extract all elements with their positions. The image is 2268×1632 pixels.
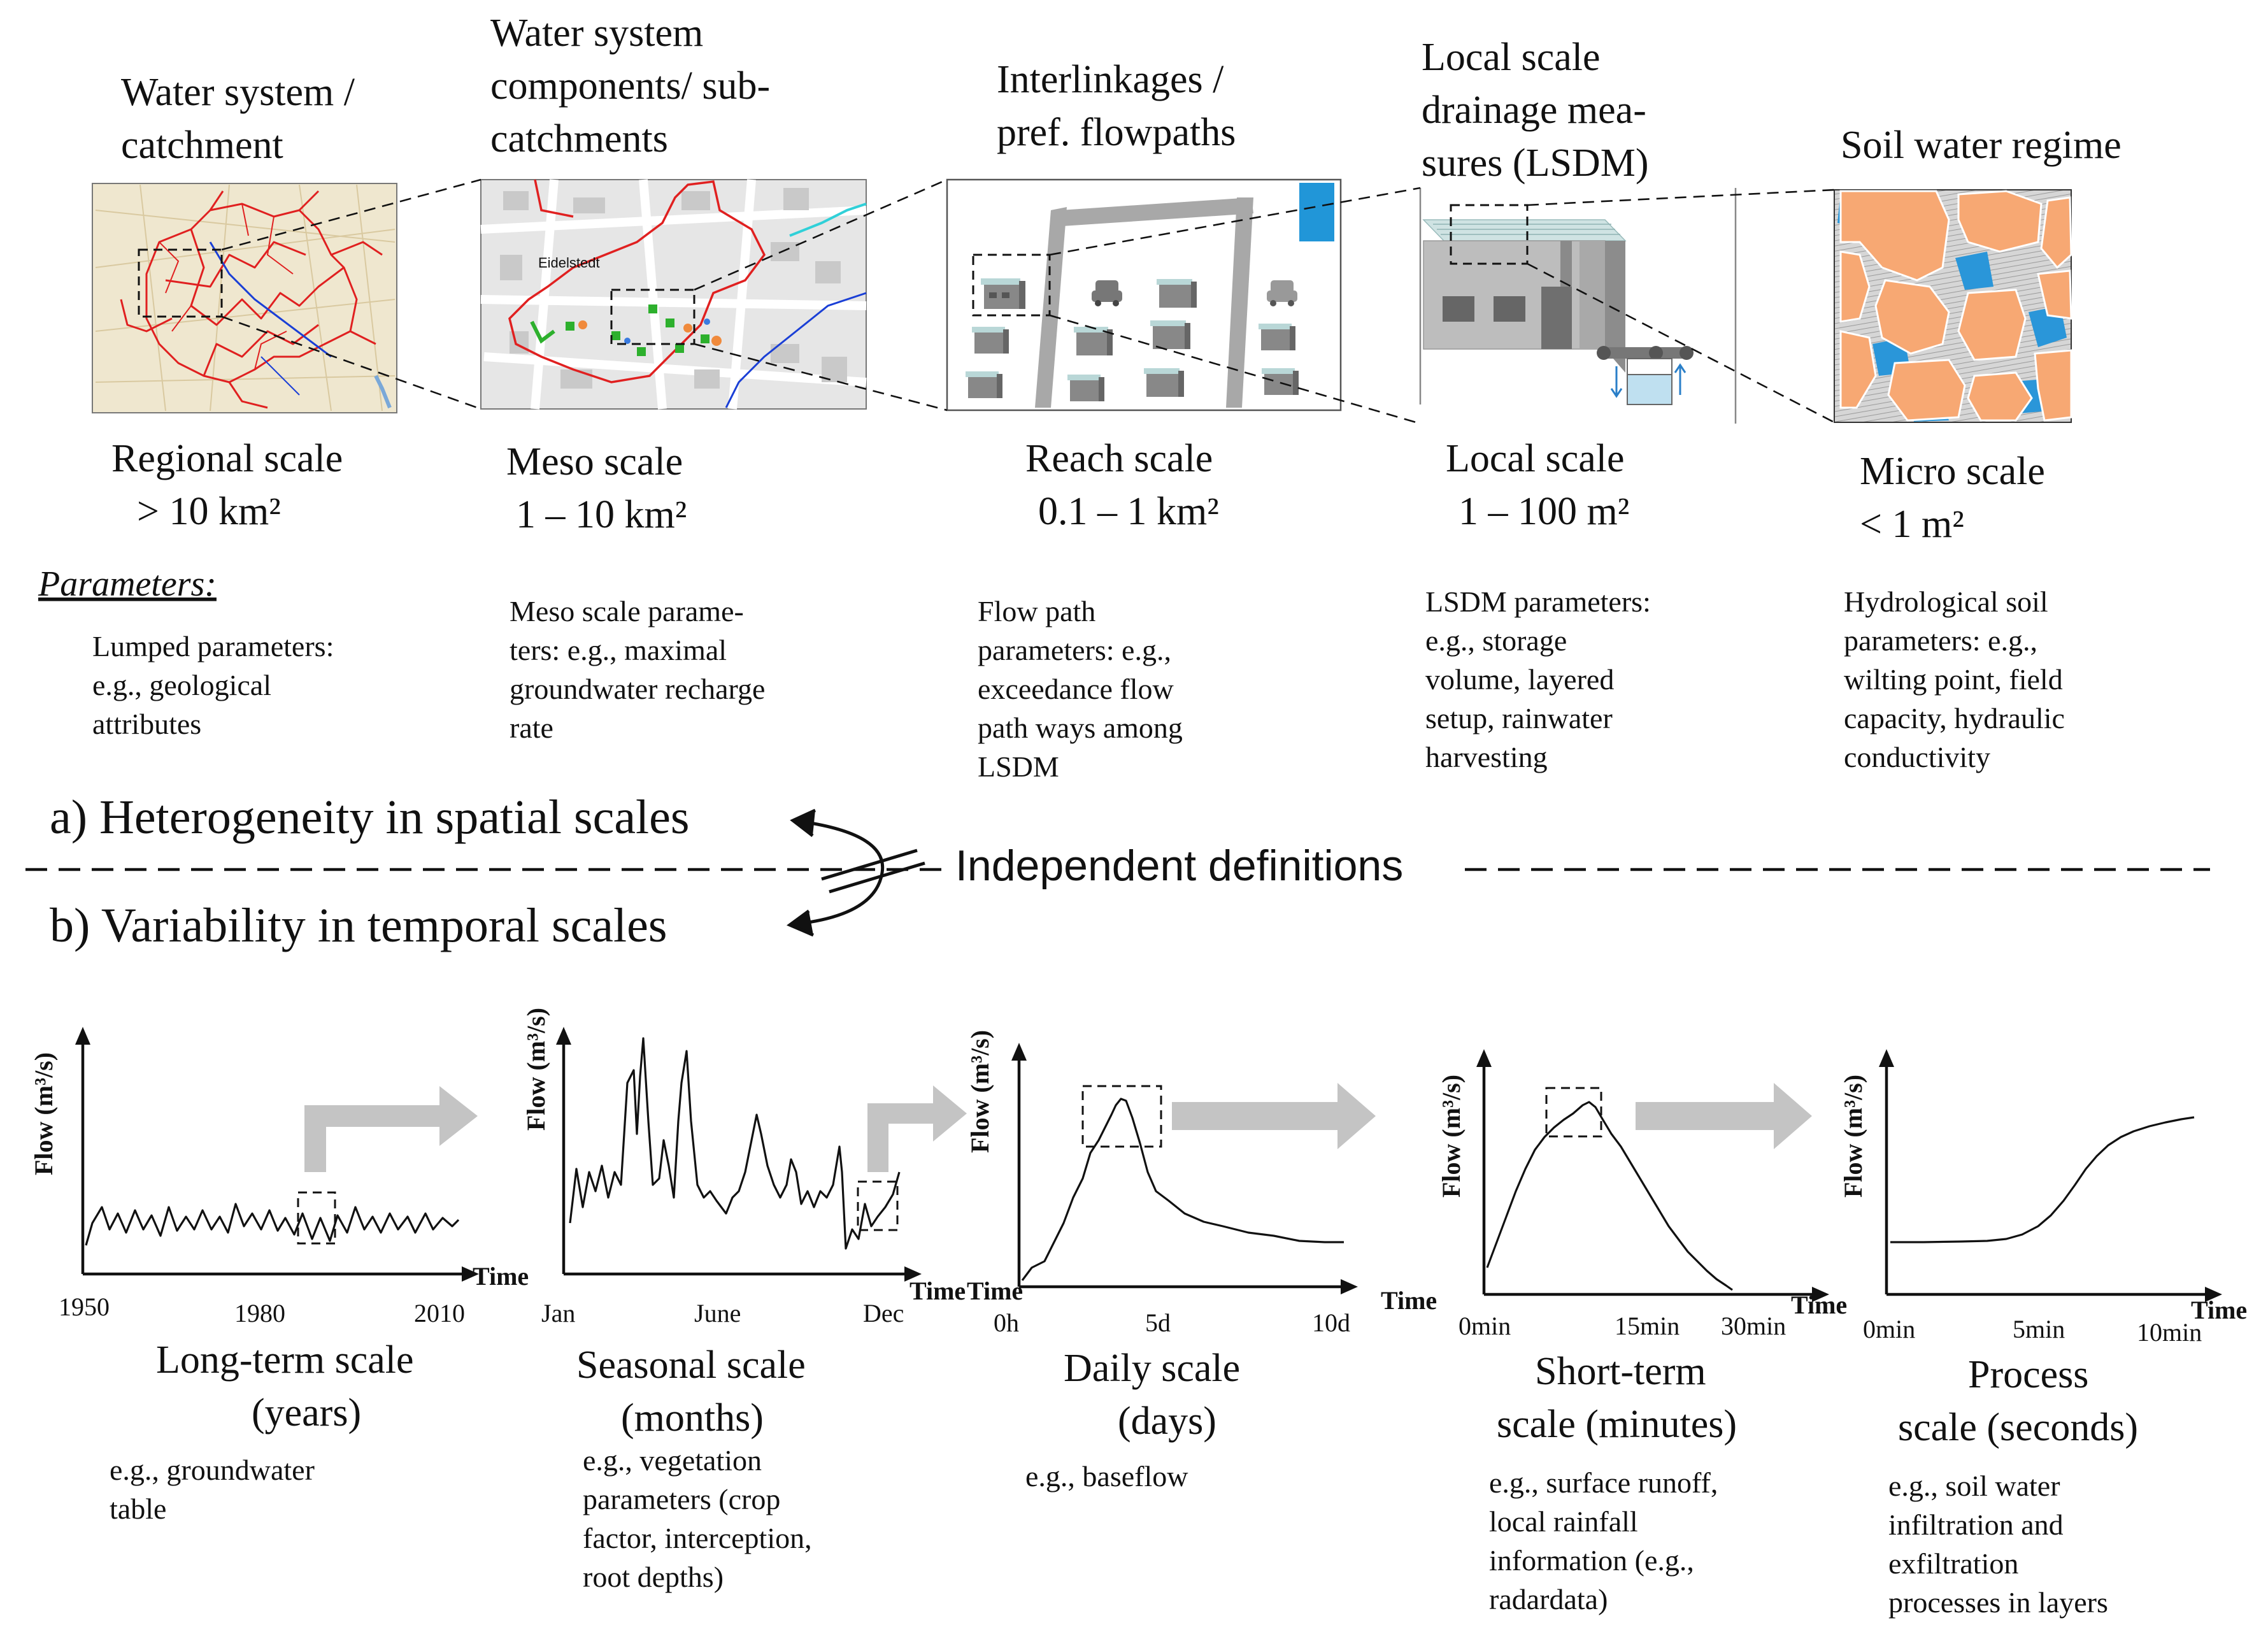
scale-regional: Regional scale > 10 km² — [111, 437, 353, 533]
tick: 30min — [1721, 1312, 1786, 1340]
scale-local: Local scale 1 – 100 m² — [1446, 437, 1634, 533]
tick: 1980 — [234, 1299, 285, 1328]
flowpath-cars — [1092, 280, 1297, 306]
zoom-leader-lines — [221, 178, 1835, 425]
y-axis-label: Flow (m³/s) — [966, 1030, 994, 1153]
tick: 10min — [2137, 1318, 2202, 1347]
x-axis-label: Time — [473, 1262, 529, 1291]
label-spatial-heterogeneity: a) Heterogeneity in spatial scales — [50, 791, 689, 844]
params-micro: Hydrological soil parameters: e.g., wilt… — [1844, 585, 2072, 773]
tick: 2010 — [414, 1299, 465, 1328]
x-axis-label: Time — [967, 1277, 1023, 1305]
examples-process: e.g., soil water infiltration and exfilt… — [1888, 1470, 2108, 1619]
series-process — [1890, 1116, 2195, 1243]
title-flowpaths: Interlinkages / pref. flowpaths — [997, 58, 1236, 154]
spatial-scales-section: Water system / catchment Water system co… — [38, 11, 2122, 783]
params-lsdm: LSDM parameters: e.g., storage volume, l… — [1425, 585, 1658, 773]
params-reach: Flow path parameters: e.g., exceedance f… — [978, 595, 1190, 783]
chart-short-term: Flow (m³/s) Time 0min 15min 30min — [1381, 1049, 1829, 1340]
flowpath-zoom-box — [972, 254, 1051, 317]
y-axis-label: Flow (m³/s) — [522, 1008, 550, 1131]
tick: 10d — [1312, 1308, 1350, 1337]
map-place-label: Eidelstedt — [538, 255, 600, 271]
params-regional: Lumped parameters: e.g., geological attr… — [92, 630, 341, 740]
scale-divider: a) Heterogeneity in spatial scales b) Va… — [25, 791, 2210, 952]
short-term-zoom-box — [1545, 1087, 1602, 1138]
title-catchment: Water system / catchment — [121, 71, 364, 167]
chart-long-term: Flow (m³/s) Time 1950 1980 2010 — [29, 1027, 529, 1328]
catchment-zoom-box — [138, 248, 223, 318]
scale-seasonal: Seasonal scale (months) — [576, 1343, 815, 1440]
tick: 5min — [2013, 1315, 2065, 1343]
x-axis-label: Time — [1381, 1286, 1437, 1315]
tick: 5d — [1145, 1308, 1171, 1337]
scale-meso: Meso scale 1 – 10 km² — [506, 440, 693, 536]
daily-zoom-box — [1081, 1085, 1162, 1148]
series-daily — [1021, 1098, 1344, 1281]
soil-water-microscale — [1834, 189, 2072, 423]
examples-short-term: e.g., surface runoff, local rainfall inf… — [1489, 1466, 1725, 1615]
catchment-map — [92, 183, 397, 413]
series-seasonal — [569, 1037, 901, 1250]
chart-seasonal: Flow (m³/s) Time Jan June Dec — [522, 1008, 966, 1328]
title-lsdm: Local scale drainage mea- sures (LSDM) — [1422, 36, 1656, 185]
seasonal-zoom-box — [857, 1180, 899, 1231]
label-independent-definitions: Independent definitions — [955, 841, 1403, 890]
x-axis-label: Time — [1791, 1291, 1847, 1319]
chart-process: Flow (m³/s) Time Time 0min 5min 10min — [1791, 1049, 2247, 1347]
y-axis-label: Flow (m³/s) — [1839, 1075, 1867, 1198]
scale-process: Process scale (seconds) — [1898, 1353, 2138, 1449]
tick: 1950 — [59, 1292, 110, 1321]
series-short-term — [1486, 1101, 1733, 1291]
label-temporal-variability: b) Variability in temporal scales — [50, 899, 667, 952]
flowpath-schematic — [946, 178, 1342, 412]
scale-daily: Daily scale (days) — [1064, 1347, 1250, 1443]
title-soil-water: Soil water regime — [1841, 124, 2122, 167]
lsdm-building — [1419, 188, 1737, 424]
scale-long-term: Long-term scale (years) — [156, 1338, 424, 1435]
tick: 0min — [1459, 1312, 1511, 1340]
y-axis-label: Flow (m³/s) — [29, 1052, 58, 1175]
bidirectional-curved-arrow — [787, 808, 925, 937]
scale-short-term: Short-term scale (minutes) — [1497, 1350, 1737, 1446]
flowpath-houses — [966, 278, 1299, 401]
title-subcatchments: Water system components/ sub- catchments — [490, 11, 780, 161]
subcatchment-zoom-box — [610, 289, 695, 345]
x-axis-label: Time — [909, 1277, 966, 1305]
long-term-zoom-box — [297, 1191, 336, 1245]
tick: 15min — [1615, 1312, 1680, 1340]
tick: Dec — [863, 1299, 904, 1328]
examples-long-term: e.g., groundwater table — [110, 1454, 322, 1525]
tick: 0min — [1863, 1315, 1915, 1343]
tick: 0h — [994, 1308, 1019, 1337]
temporal-zoom-arrows — [304, 1083, 1812, 1172]
chart-daily: Flow (m³/s) Time 0h 5d 10d — [966, 1030, 1358, 1337]
lsdm-zoom-box — [1450, 204, 1529, 265]
series-long-term — [85, 1203, 460, 1246]
scale-reach: Reach scale 0.1 – 1 km² — [1025, 437, 1223, 533]
parameters-heading: Parameters: — [38, 564, 217, 604]
subcatchment-map: Eidelstedt — [480, 179, 867, 410]
y-axis-label: Flow (m³/s) — [1437, 1075, 1466, 1198]
tick: June — [694, 1299, 741, 1328]
examples-daily: e.g., baseflow — [1025, 1460, 1188, 1492]
tick: Jan — [541, 1299, 575, 1328]
params-meso: Meso scale parame- ters: e.g., maximal g… — [510, 595, 773, 744]
temporal-scales-section: Flow (m³/s) Time 1950 1980 2010 Flow (m³… — [29, 1008, 2247, 1619]
x-axis-label: Time — [2191, 1296, 2247, 1324]
examples-seasonal: e.g., vegetation parameters (crop factor… — [583, 1444, 819, 1593]
scale-micro: Micro scale < 1 m² — [1860, 450, 2055, 546]
